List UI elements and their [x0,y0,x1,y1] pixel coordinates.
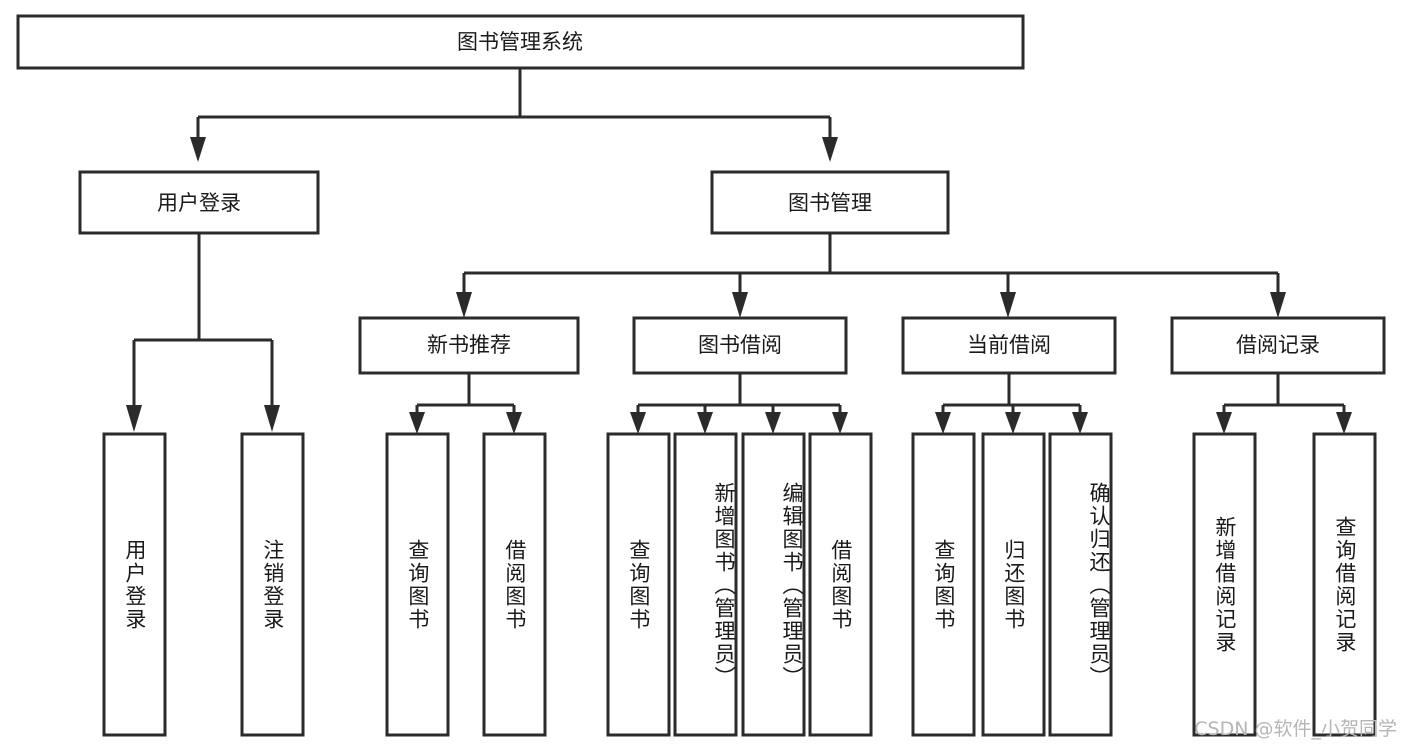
arrow-head-current-borrow [1000,292,1016,318]
arrow-head-book-mgmt [822,137,838,162]
node-book-borrow-label: 图书借阅 [698,333,782,357]
leaf-box-cb-confirm[interactable] [1048,432,1113,737]
node-borrow-record[interactable] [1170,316,1386,375]
node-root-label: 图书管理系统 [457,30,583,54]
arrow-head-bb-leaf-2 [697,412,713,434]
arrow-head-new-book [456,292,472,318]
leaf-box-br-add[interactable] [1192,432,1257,737]
arrow-head-cb-leaf-3 [1072,412,1088,434]
leaf-box-nb-borrow[interactable] [482,432,547,737]
node-user-login-label: 用户登录 [157,191,241,215]
leaf-box-bb-add[interactable] [673,432,738,737]
csdn-watermark: CSDN @软件_小贺同学 [1194,718,1397,740]
arrow-head-br-leaf-1 [1216,412,1232,434]
node-book-management[interactable] [710,170,950,235]
leaf-box-bb-query[interactable] [606,432,671,737]
node-new-book-recommend-label: 新书推荐 [427,333,511,357]
arrow-head-bb-leaf-4 [832,412,848,434]
node-book-management-label: 图书管理 [788,191,872,215]
node-root[interactable] [16,14,1025,70]
arrow-head-cb-leaf-1 [935,412,951,434]
arrow-head-br-leaf-2 [1336,412,1352,434]
arrow-head-bb-leaf-1 [630,412,646,434]
arrow-head-nb-leaf-2 [506,412,522,434]
leaf-box-bb-borrow[interactable] [808,432,873,737]
node-new-book-recommend[interactable] [358,316,580,375]
leaf-box-cb-query[interactable] [911,432,976,737]
arrow-head-leaf-logout [264,405,280,432]
leaf-box-logout[interactable] [240,432,305,737]
arrow-head-leaf-user-login [126,405,142,432]
node-current-borrow-label: 当前借阅 [967,333,1051,357]
arrow-head-bb-leaf-3 [765,412,781,434]
arrow-head-nb-leaf-1 [409,412,425,434]
arrow-head-borrow-record [1270,292,1286,318]
leaf-box-nb-query[interactable] [385,432,450,737]
arrow-head-cb-leaf-2 [1005,412,1021,434]
node-current-borrow[interactable] [901,316,1117,375]
arrow-head-book-borrow [732,292,748,318]
arrow-head-user-login [190,137,206,162]
leaf-box-cb-return[interactable] [981,432,1046,737]
leaf-box-user-login[interactable] [102,432,167,737]
node-book-borrow[interactable] [632,316,848,375]
node-borrow-record-label: 借阅记录 [1236,333,1320,357]
leaf-box-br-query[interactable] [1312,432,1377,737]
leaf-box-bb-edit[interactable] [741,432,806,737]
